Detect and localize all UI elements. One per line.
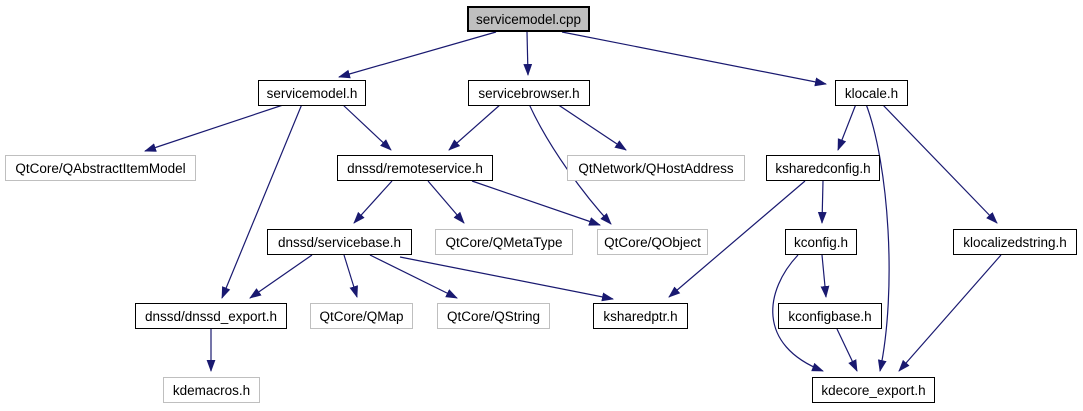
edge-servicebase_h-qmap — [343, 254, 358, 298]
edge-remoteservice_h-qobject — [471, 180, 601, 226]
edge-servicemodel_h-remoteservice_h — [341, 103, 392, 151]
edge-servicebrowser_h-qhostaddress — [556, 103, 627, 151]
node-qtcore-qstring: QtCore/QString — [437, 303, 550, 329]
edge-servicebrowser_h-remoteservice_h — [448, 103, 502, 151]
edge-servicebase_h-ksharedptr_h — [399, 256, 614, 302]
node-kdecore-export-h[interactable]: kdecore_export.h — [812, 377, 935, 403]
node-qtcore-qmetatype: QtCore/QMetaType — [435, 229, 573, 255]
node-qtcore-qobject: QtCore/QObject — [597, 229, 708, 255]
edge-servicemodel_h-dnssd_export_h — [221, 103, 303, 299]
node-qtcore-qmap: QtCore/QMap — [310, 303, 413, 329]
edge-klocalizedstring_h-kdecore_export_h — [898, 254, 1002, 372]
edge-kconfig_h-kconfigbase_h — [820, 254, 830, 298]
node-klocalizedstring-h[interactable]: klocalizedstring.h — [953, 229, 1077, 255]
node-klocale-h[interactable]: klocale.h — [835, 80, 908, 106]
edge-klocale_h-ksharedconfig_h — [837, 103, 857, 151]
edge-klocale_h-klocalizedstring_h — [881, 103, 998, 224]
node-kdemacros-h: kdemacros.h — [163, 377, 260, 403]
edge-remoteservice_h-servicebase_h — [353, 180, 393, 224]
edge-kconfig_h-kdecore_export_h — [772, 254, 824, 372]
edge-servicemodel_cpp-servicebrowser_h — [523, 31, 533, 76]
edge-klocale_h-kdecore_export_h — [865, 103, 890, 372]
edge-kconfigbase_h-kdecore_export_h — [836, 328, 858, 372]
node-kconfigbase-h[interactable]: kconfigbase.h — [778, 303, 882, 329]
node-dnssd-servicebase-h[interactable]: dnssd/servicebase.h — [267, 229, 412, 255]
edge-servicemodel_cpp-klocale_h — [561, 31, 827, 87]
edge-servicebase_h-dnssd_export_h — [249, 254, 313, 299]
edge-ksharedconfig_h-ksharedptr_h — [668, 180, 806, 298]
node-servicemodel-h[interactable]: servicemodel.h — [258, 80, 366, 106]
node-dnssd-remoteservice-h[interactable]: dnssd/remoteservice.h — [337, 155, 493, 181]
edge-ksharedconfig_h-kconfig_h — [817, 180, 827, 224]
node-servicemodel-cpp: servicemodel.cpp — [467, 6, 590, 32]
node-dnssd-dnssd-export-h[interactable]: dnssd/dnssd_export.h — [135, 303, 287, 329]
node-servicebrowser-h[interactable]: servicebrowser.h — [468, 80, 590, 106]
node-qtcore-qabstractitemmodel: QtCore/QAbstractItemModel — [5, 155, 196, 181]
edge-remoteservice_h-qmetatype — [427, 180, 465, 224]
edge-servicemodel_h-qabstractitemmodel — [144, 103, 287, 152]
edge-servicemodel_cpp-servicemodel_h — [338, 31, 497, 79]
node-ksharedconfig-h[interactable]: ksharedconfig.h — [766, 155, 880, 181]
node-qtnetwork-qhostaddress: QtNetwork/QHostAddress — [567, 155, 745, 181]
node-ksharedptr-h[interactable]: ksharedptr.h — [593, 303, 688, 329]
edge-servicebase_h-qstring — [369, 254, 458, 299]
node-kconfig-h[interactable]: kconfig.h — [785, 229, 857, 255]
